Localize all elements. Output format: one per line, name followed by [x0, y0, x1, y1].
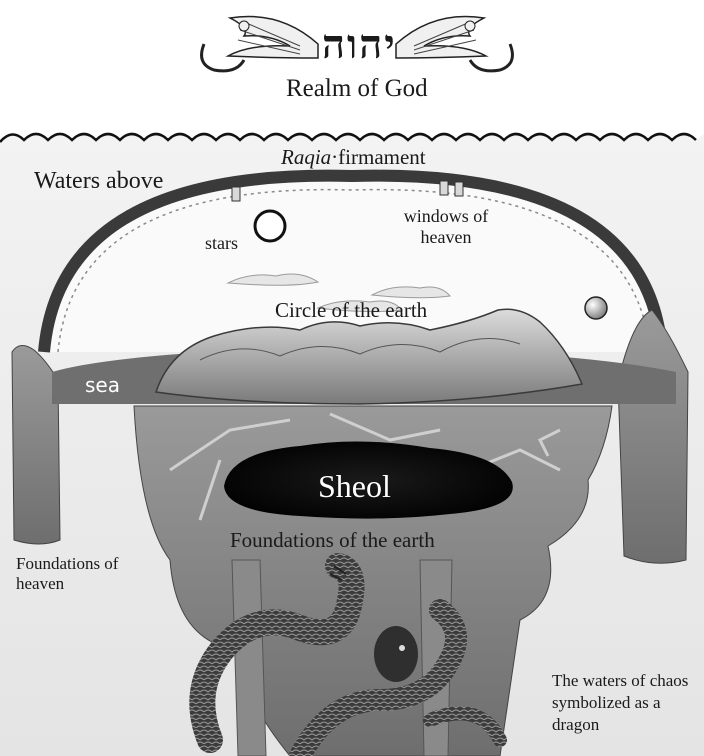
waters-above-label: Waters above: [34, 168, 163, 196]
window-of-heaven: [232, 187, 240, 201]
waters-of-chaos-label: The waters of chaos symbolized as a drag…: [552, 670, 704, 736]
sheol-label: Sheol: [318, 468, 391, 505]
stars-label: stars: [205, 233, 238, 254]
divine-name-heading: יהוה: [322, 22, 397, 68]
winged-serpent-icon: [202, 16, 318, 70]
foundations-of-heaven-label: Foundations of heaven: [16, 554, 136, 593]
sun-orb: [255, 211, 285, 241]
window-of-heaven: [440, 181, 448, 195]
inner-pillar: [232, 560, 266, 756]
moon-orb: [585, 297, 607, 319]
foundations-of-earth-label: Foundations of the earth: [230, 528, 435, 552]
winged-serpent-icon: [396, 16, 512, 70]
sea-label: sea: [85, 374, 120, 397]
windows-of-heaven-label: windows of heaven: [400, 206, 492, 247]
realm-of-god-label: Realm of God: [286, 75, 428, 104]
firmament-term: ·firmament: [331, 145, 425, 169]
window-of-heaven: [455, 182, 463, 196]
raqia-firmament-label: Raqia·firmament: [281, 145, 426, 169]
raqia-term: Raqia: [281, 145, 331, 169]
circle-of-earth-label: Circle of the earth: [275, 298, 427, 322]
